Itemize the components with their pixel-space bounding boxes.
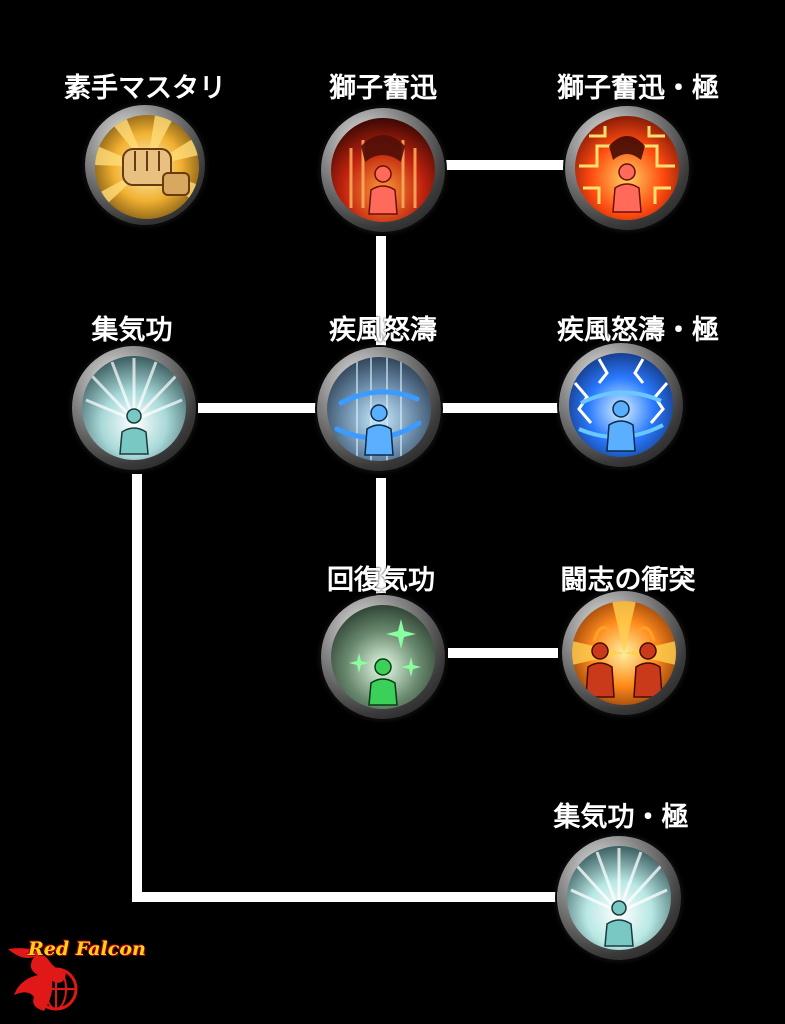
skill-qi-gathering[interactable] [72, 346, 196, 470]
gale-wind-ultimate-icon [569, 353, 673, 457]
label-lion-swift-ultimate: 獅子奮迅・極 [557, 73, 719, 104]
label-gale-rage-ultimate: 疾風怒濤・極 [557, 315, 719, 346]
label-qi-gathering-ultimate: 集気功・極 [553, 802, 689, 833]
connector-lion-to-gale [376, 236, 386, 348]
connector-gale-to-recovery [376, 478, 386, 596]
fist-icon [95, 115, 199, 219]
skill-bare-hand-mastery[interactable] [85, 105, 205, 225]
qi-gathering-ultimate-icon [567, 846, 671, 950]
connector-recovery-to-fighting [448, 648, 558, 658]
label-lion-swift: 獅子奮迅 [329, 73, 437, 104]
gale-wind-icon [327, 357, 431, 461]
connector-gale-to-gale-ultimate [442, 403, 560, 413]
connector-qi-to-qi-ultimate [132, 892, 560, 902]
fighting-spirit-icon [572, 601, 676, 705]
skill-fighting-spirit[interactable] [562, 591, 686, 715]
skill-lion-swift[interactable] [321, 108, 445, 232]
skill-recovery-qi[interactable] [321, 595, 445, 719]
connector-qi-down [132, 474, 142, 902]
connector-lion-to-lion-ultimate [446, 160, 564, 170]
lion-aura-ultimate-icon [575, 116, 679, 220]
label-fighting-spirit: 闘志の衝突 [560, 565, 696, 596]
falcon-logo-icon [8, 948, 78, 1011]
lion-aura-icon [331, 118, 435, 222]
connector-qi-to-gale [198, 403, 316, 413]
skill-lion-swift-ultimate[interactable] [565, 106, 689, 230]
skill-qi-gathering-ultimate[interactable] [557, 836, 681, 960]
recovery-sparkle-icon [331, 605, 435, 709]
qi-gathering-icon [82, 356, 186, 460]
label-recovery-qi: 回復気功 [327, 565, 435, 596]
label-qi-gathering: 集気功 [91, 315, 173, 346]
skill-gale-rage[interactable] [317, 347, 441, 471]
label-gale-rage: 疾風怒濤 [329, 315, 437, 346]
watermark-text: Red Falcon [28, 938, 146, 960]
skill-gale-rage-ultimate[interactable] [559, 343, 683, 467]
label-bare-hand-mastery: 素手マスタリ [64, 73, 226, 104]
